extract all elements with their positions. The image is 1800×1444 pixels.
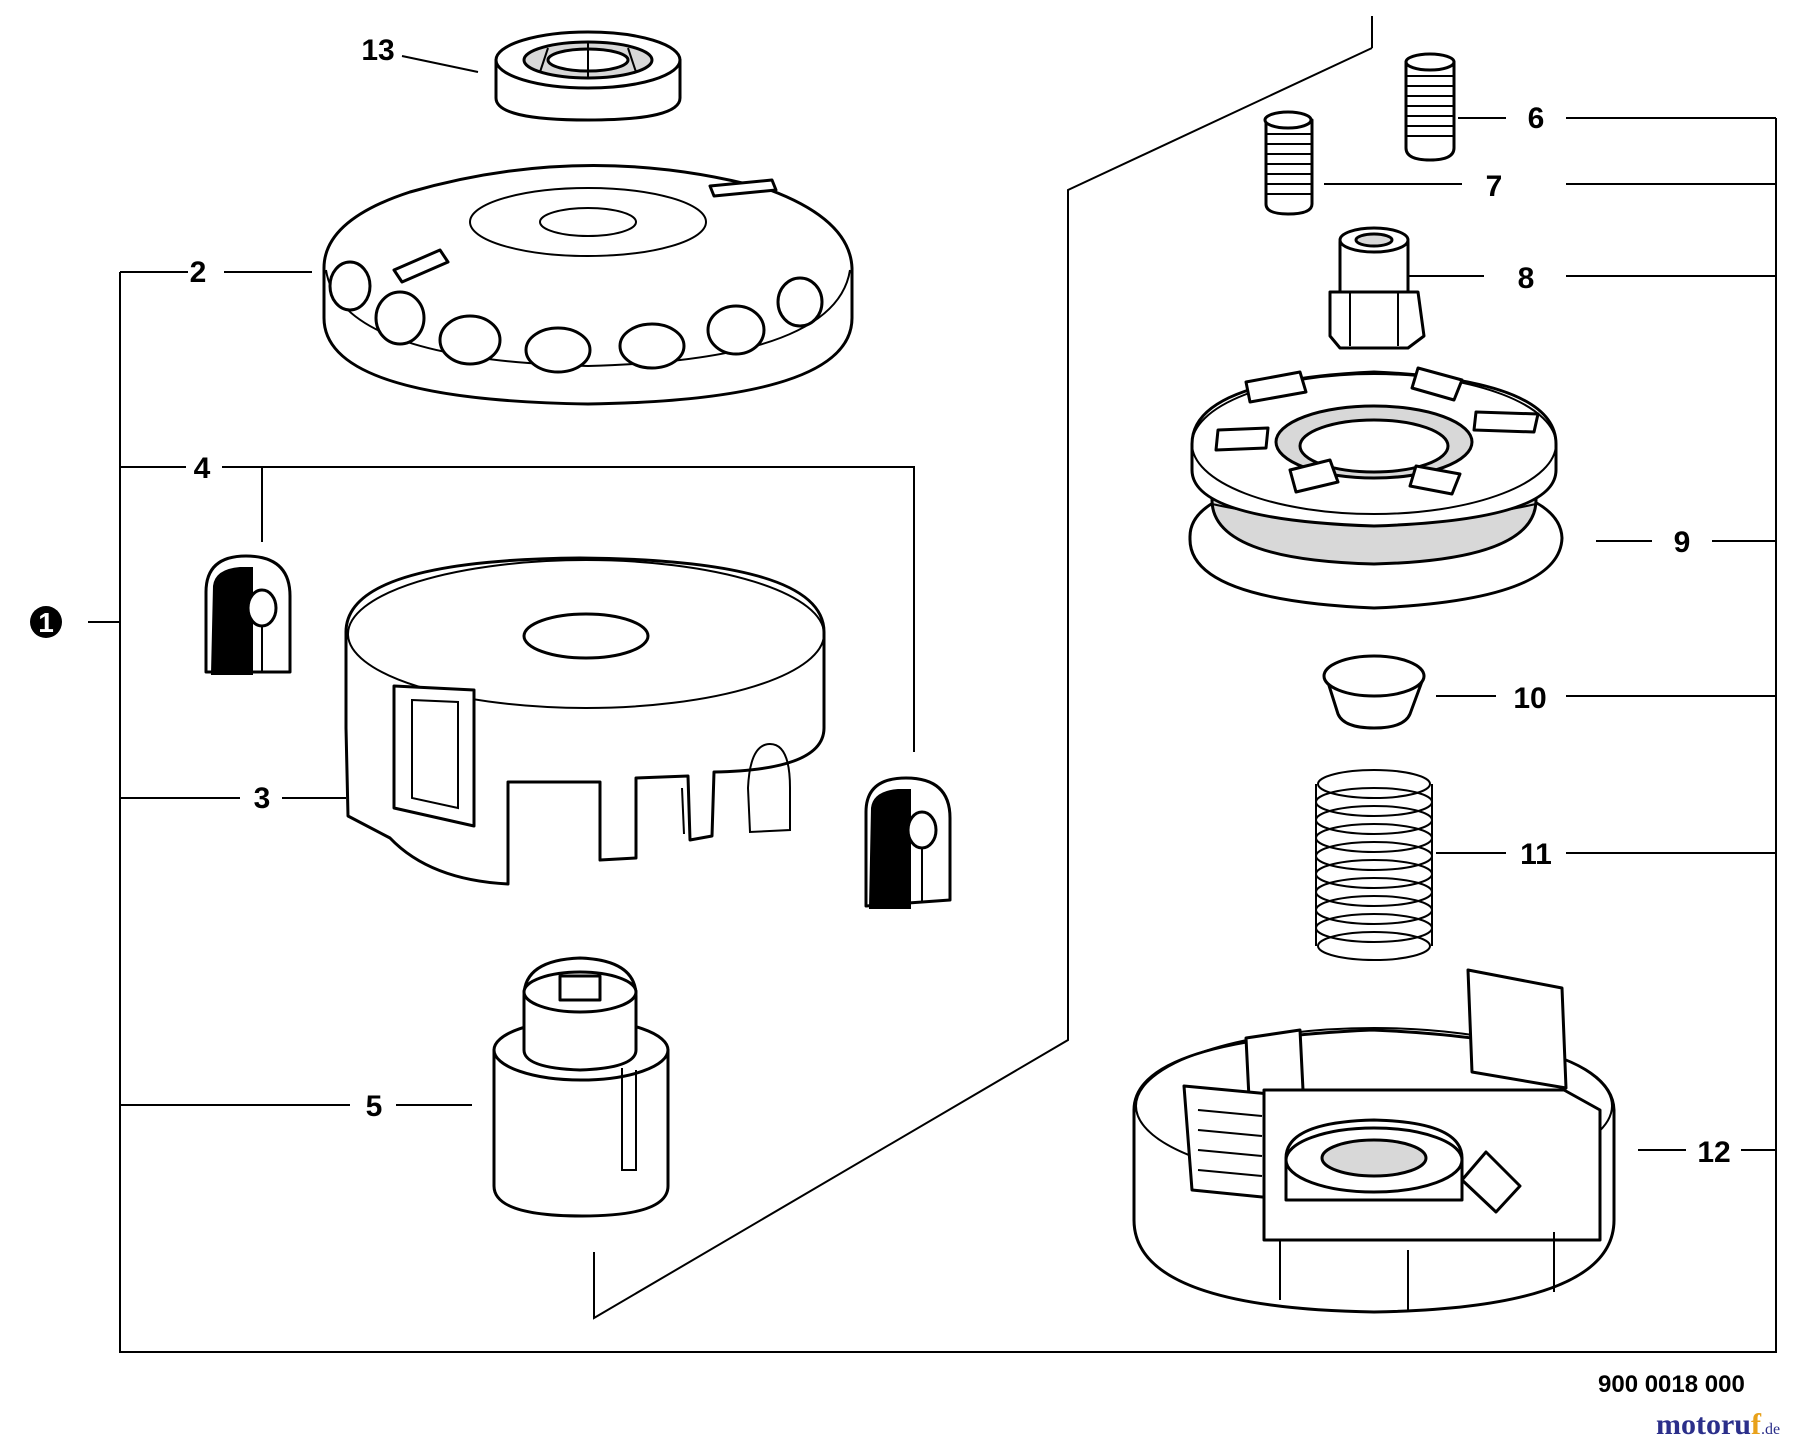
part-5-adapter (492, 956, 670, 1218)
part-7-stud (1263, 110, 1314, 216)
callout-2: 2 (190, 256, 207, 289)
callout-1: 1 (38, 607, 54, 638)
part-4-eyelet-right (864, 776, 952, 909)
exploded-view-divider (593, 16, 1373, 1320)
callout-3: 3 (254, 782, 271, 815)
part-2-cover (322, 164, 854, 406)
part-8-nut (1328, 226, 1426, 350)
callout-4: 4 (194, 452, 211, 485)
callout-10: 10 (1513, 682, 1546, 715)
part-6-stud (1404, 52, 1456, 162)
part-12-base (1132, 968, 1616, 1314)
callout-13: 13 (361, 34, 394, 67)
part-13-washer (494, 30, 682, 122)
callout-9: 9 (1674, 526, 1691, 559)
part-10-plug (1322, 654, 1426, 730)
part-11-spring (1315, 769, 1433, 961)
callout-12: 12 (1697, 1136, 1730, 1169)
callout-5: 5 (366, 1090, 383, 1123)
part-4-eyelet-left (204, 554, 292, 675)
callout-8: 8 (1518, 262, 1535, 295)
svg-text:motoruf.de: motoruf.de (1656, 1408, 1780, 1441)
assembly-frame (88, 117, 1777, 1353)
callouts: 1 2 3 4 5 6 7 8 9 10 11 12 13 (30, 34, 1731, 1169)
callout-11: 11 (1520, 838, 1552, 871)
watermark-logo: motoruf.de (1656, 1408, 1780, 1441)
drawing-number: 900 0018 000 (1598, 1371, 1745, 1398)
callout-7: 7 (1486, 170, 1503, 203)
part-9-spool (1188, 366, 1564, 610)
part-3-housing (344, 556, 826, 886)
leader-lines (222, 55, 1686, 1151)
callout-6: 6 (1528, 102, 1545, 135)
assembly-callout-marker (30, 606, 62, 638)
